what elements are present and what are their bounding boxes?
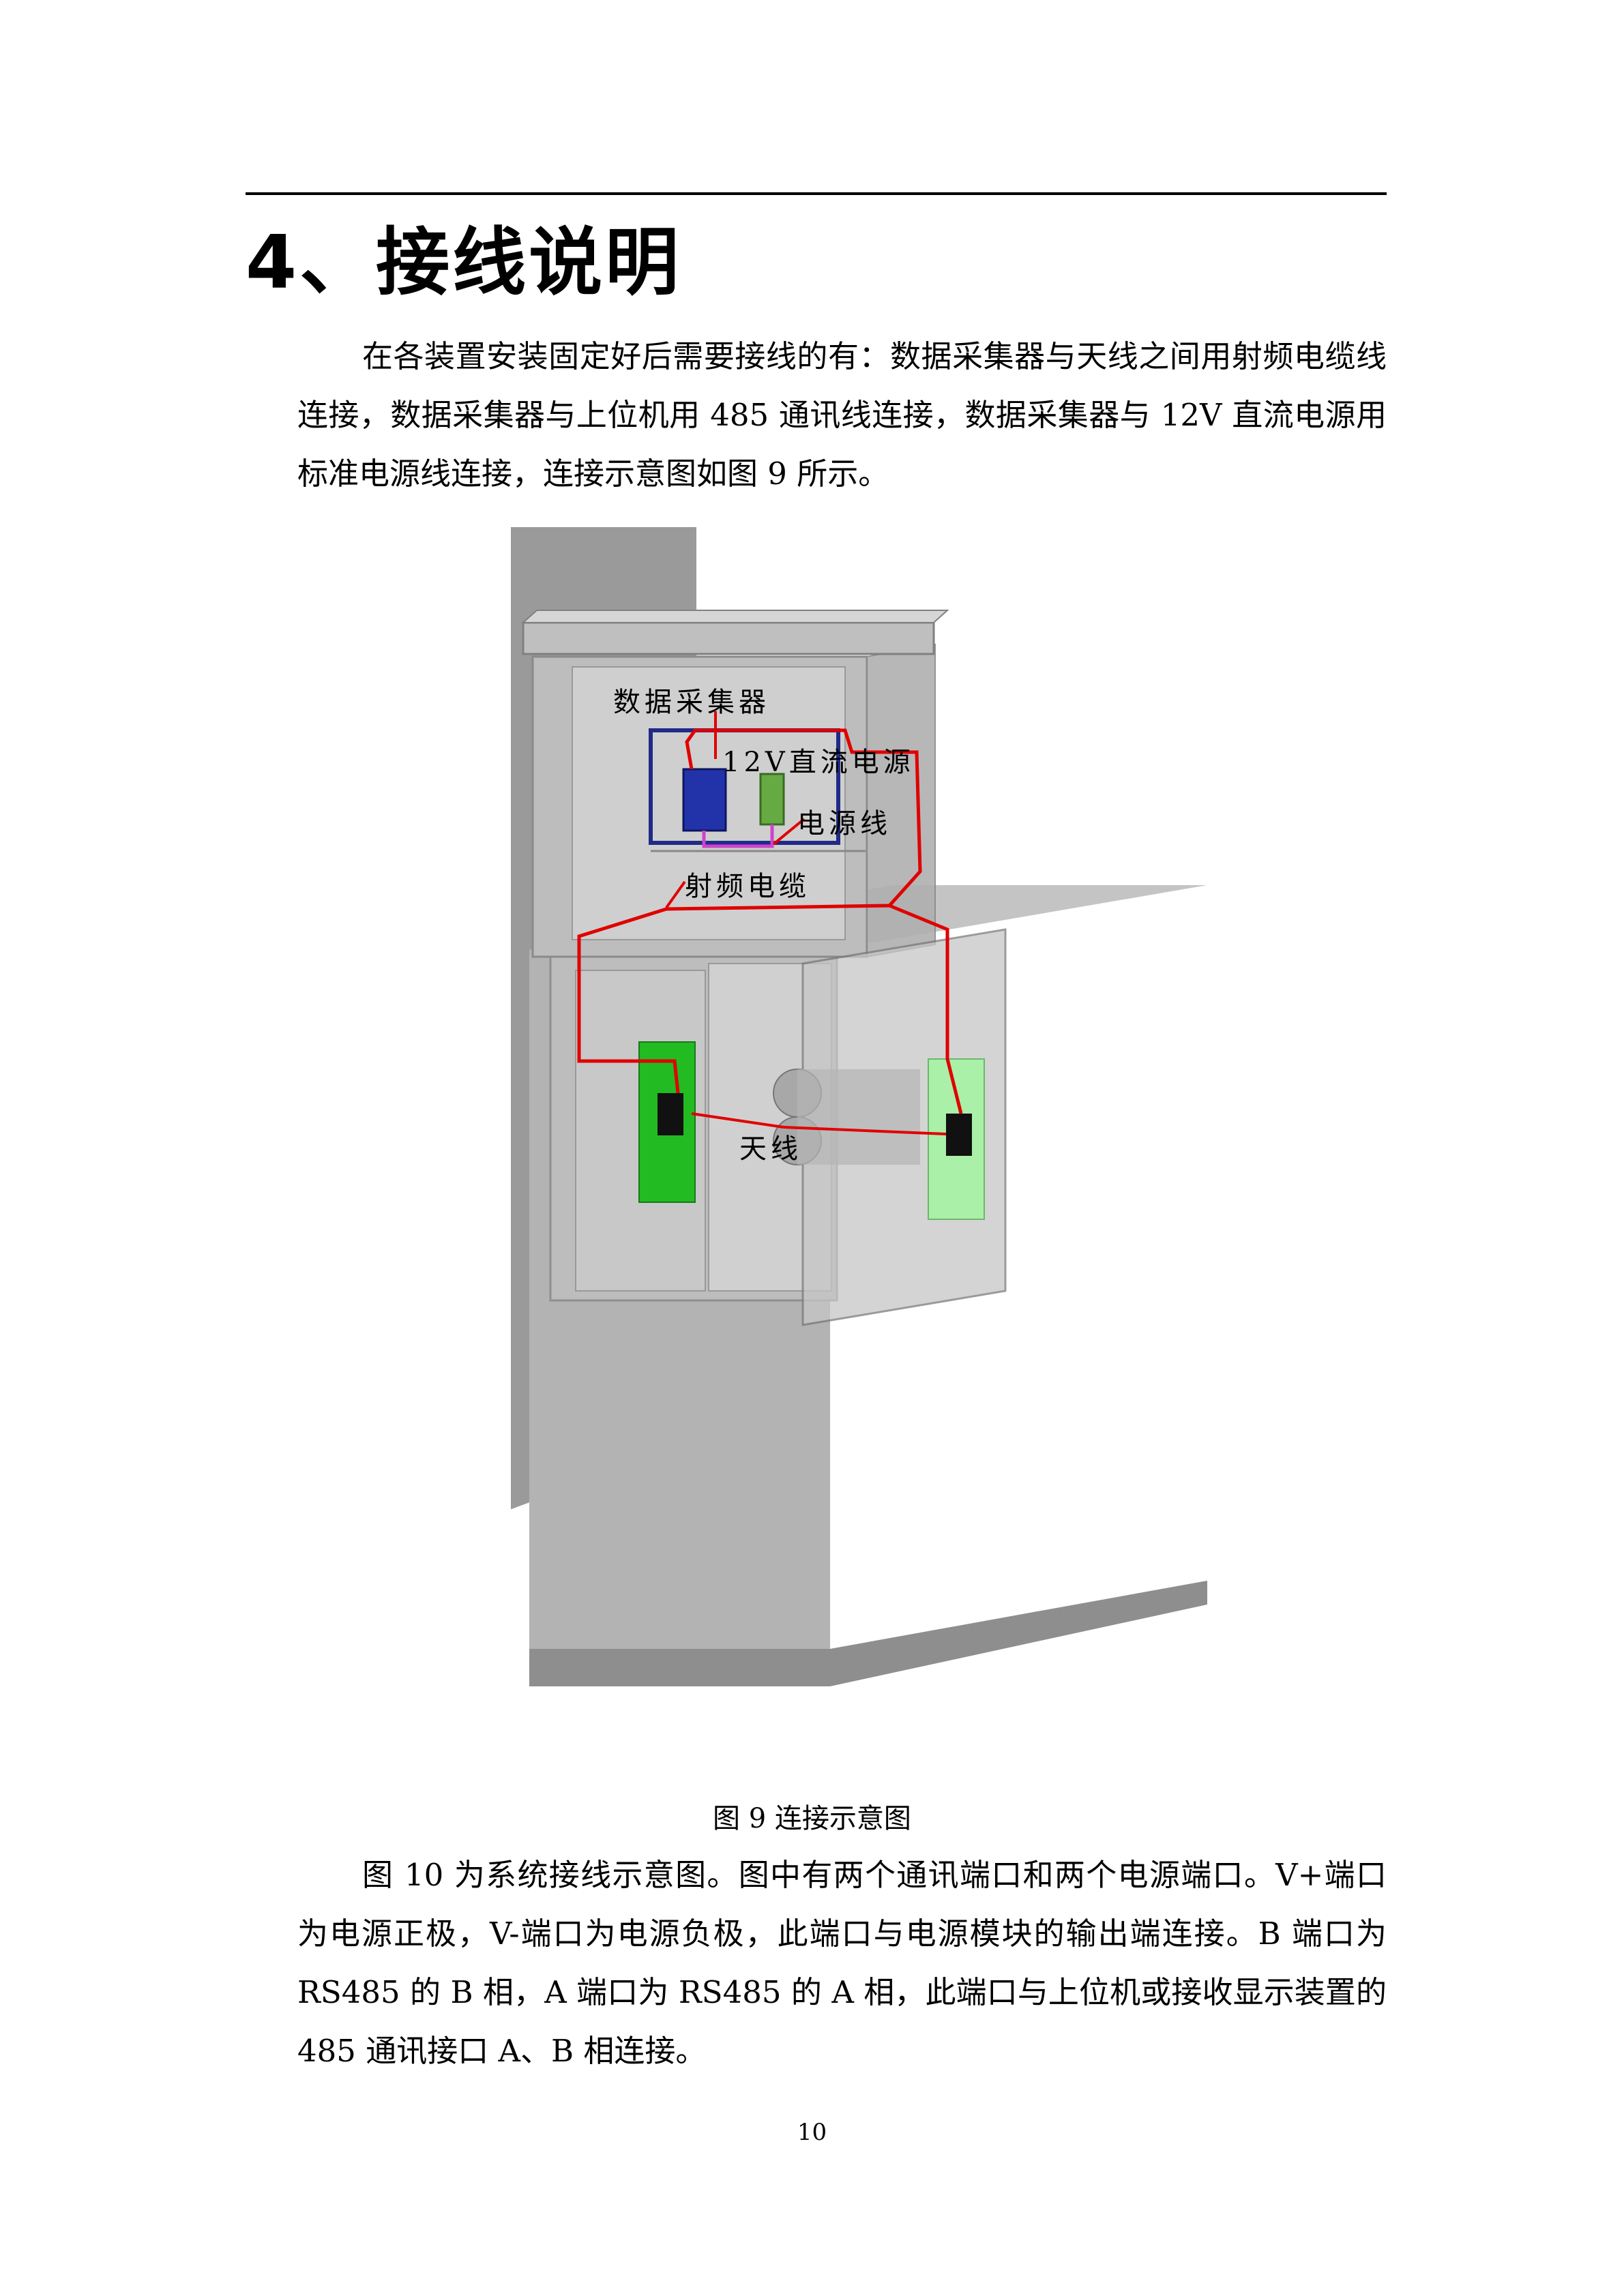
label-antenna: 天线 xyxy=(739,1133,802,1165)
intro-paragraph: 在各装置安装固定好后需要接线的有：数据采集器与天线之间用射频电缆线连接，数据采集… xyxy=(297,338,1387,492)
antenna-right xyxy=(946,1114,972,1156)
label-collector: 数据采集器 xyxy=(613,687,770,718)
section-heading: 4、接线说明 xyxy=(246,220,682,305)
antenna-left xyxy=(658,1093,683,1135)
collector-device xyxy=(682,768,727,832)
rf-cable-path xyxy=(577,728,922,1094)
label-power-supply: 12V直流电源 xyxy=(722,747,915,778)
label-rf-cable: 射频电缆 xyxy=(685,871,810,902)
power-pointer xyxy=(772,818,806,846)
pipe-body xyxy=(797,1069,920,1165)
header-rule xyxy=(246,192,1387,195)
antenna-pointer-right xyxy=(783,1126,947,1135)
upper-roof-top xyxy=(521,610,949,623)
page-number: 10 xyxy=(797,2119,827,2146)
figure-caption: 图 9 连接示意图 xyxy=(713,1803,911,1834)
power-line-path xyxy=(702,824,774,848)
power-supply-device xyxy=(759,773,785,826)
label-power-line: 电源线 xyxy=(797,808,891,839)
wiring-description-paragraph: 图 10 为系统接线示意图。图中有两个通讯端口和两个电源端口。V+端口为电源正极… xyxy=(297,1857,1387,2069)
rf-cable-path-right xyxy=(889,904,963,1114)
antenna-pointer-left xyxy=(691,1112,784,1129)
upper-roof xyxy=(522,621,935,655)
wiring-diagram: 数据采集器 12V直流电源 电源线 射频电缆 天线 xyxy=(511,527,1225,1755)
rf-pointer xyxy=(665,880,686,909)
cabinet-base xyxy=(529,1581,1207,1686)
